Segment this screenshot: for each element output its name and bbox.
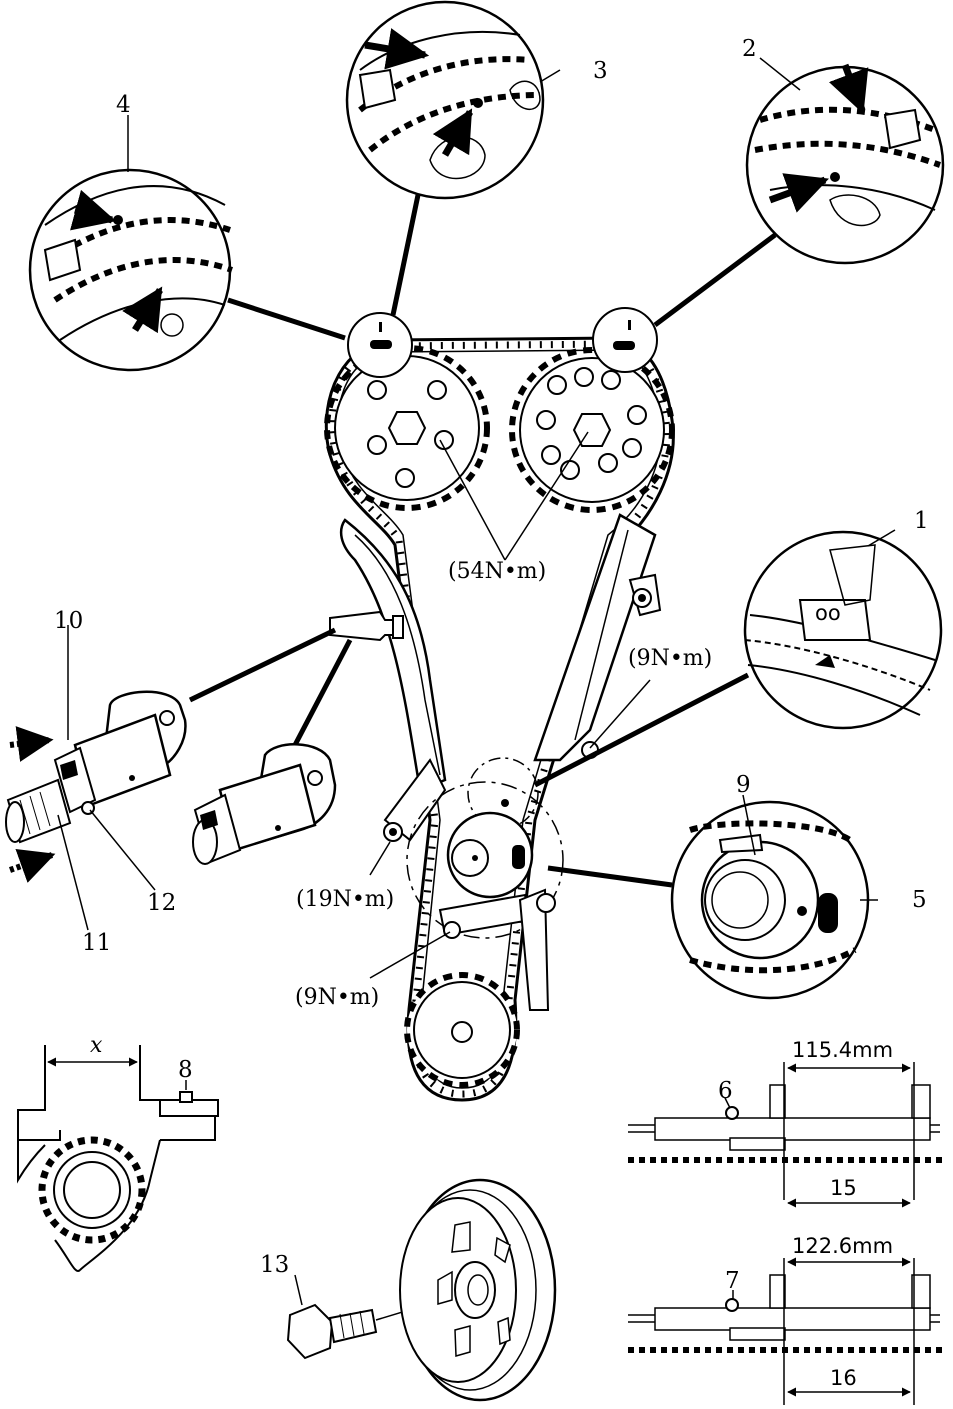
leader-detail-1: [533, 672, 750, 788]
timing-mark-circle-right: [592, 307, 658, 373]
leader-detail-5: [547, 865, 673, 888]
chain-tensioner-extended: [192, 743, 337, 865]
torque-camshaft: (54N•m): [448, 559, 546, 584]
callout-labels: 1 2 3 4 5 6 7 8 9 10 11 12 13: [54, 36, 929, 1294]
leader-tensioner-1: [188, 627, 337, 703]
crankshaft-pulley: [399, 1178, 557, 1402]
callout-5: 5: [912, 887, 927, 913]
leader-detail-4: [227, 297, 346, 341]
tensioner-piston-small: [329, 610, 404, 642]
torque-labels: (54N•m) (9N•m) (19N•m) (9N•m): [295, 559, 712, 1010]
count-16: 16: [830, 1366, 857, 1390]
camshaft-sprocket-right: [509, 347, 675, 513]
detail-circle-4: [28, 168, 233, 372]
detail-circle-2: [745, 63, 945, 265]
callout-2: 2: [742, 36, 757, 62]
callout-7: 7: [725, 1268, 740, 1294]
callout-8: 8: [178, 1057, 193, 1083]
callout-1: 1: [914, 508, 929, 534]
measurement-labels: 115.4mm 122.6mm 15 16 x: [90, 1033, 893, 1390]
measurement-115: 115.4mm: [792, 1038, 893, 1062]
detail-circle-1: oo: [743, 530, 943, 730]
camshaft-sprocket-left: [324, 345, 490, 511]
callout-4: 4: [116, 92, 131, 118]
leader-detail-3: [390, 194, 421, 316]
callout-9: 9: [736, 772, 751, 798]
chain-measurement-2: [628, 1257, 945, 1405]
measurement-122: 122.6mm: [792, 1234, 893, 1258]
callout-6: 6: [718, 1078, 733, 1104]
svg-text:oo: oo: [815, 601, 841, 625]
callout-leaders: [57, 57, 896, 1306]
chain-tensioner-compressed: [5, 690, 187, 883]
crankshaft-sprocket: [406, 757, 564, 1011]
detail-circle-5: [670, 800, 870, 1000]
torque-guide-upper: (9N•m): [628, 646, 712, 671]
caliper-measurement: [17, 1045, 219, 1272]
leader-tensioner-2: [292, 638, 353, 747]
callout-13: 13: [260, 1252, 289, 1278]
leader-detail-2: [653, 233, 777, 327]
crankshaft-bolt: [286, 1303, 378, 1360]
count-15: 15: [830, 1176, 857, 1200]
callout-10: 10: [54, 608, 83, 634]
callout-12: 12: [147, 890, 176, 916]
callout-3: 3: [593, 58, 608, 84]
caliper-x-label: x: [90, 1033, 103, 1058]
torque-tensioner-rail: (19N•m): [296, 887, 394, 912]
detail-circle-3: [345, 0, 545, 200]
torque-guide-lower: (9N•m): [295, 985, 379, 1010]
callout-11: 11: [82, 930, 111, 956]
chain-guide-right: [533, 513, 662, 762]
tensioner-rail: [339, 518, 447, 842]
timing-mark-circle-left: [347, 312, 413, 378]
chain-measurement-1: [628, 1062, 945, 1208]
oil-pump-sprocket: [404, 972, 520, 1088]
